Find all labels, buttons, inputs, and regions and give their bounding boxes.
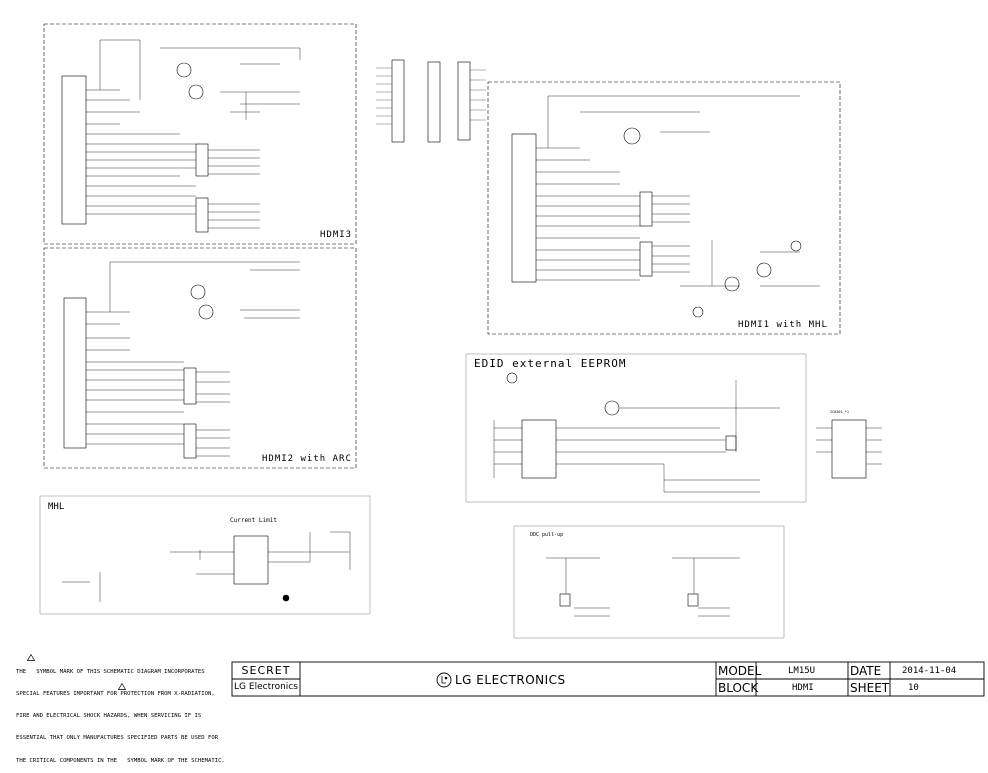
hdmi1-transistor-2: [724, 276, 740, 292]
hdmi3-block-border: [43, 23, 357, 245]
safety-note-line-5: THE CRITICAL COMPONENTS IN THE SYMBOL MA…: [16, 757, 225, 764]
date-label: DATE: [850, 664, 882, 678]
secret-label: SECRET: [241, 664, 291, 677]
current-limit-ic: [233, 535, 269, 585]
hdmi3-esd-array-1: [195, 143, 209, 177]
edid-test-point: [506, 372, 518, 384]
hdmi2-esd-array-1: [183, 367, 197, 405]
hdmi1-test-point: [790, 240, 802, 252]
schematic-sheet: [39, 23, 985, 697]
block-value: HDMI: [792, 683, 814, 693]
current-limit-title: Current Limit: [230, 517, 277, 524]
lg-electronics-small: LG Electronics: [234, 682, 298, 692]
lg-electronics-large: LG ELECTRONICS: [455, 673, 566, 687]
mhl-title: MHL: [48, 502, 65, 512]
safety-note: THE SYMBOL MARK OF THIS SCHEMATIC DIAGRA…: [16, 654, 236, 773]
hdmi3-title: HDMI3: [320, 230, 353, 240]
hdmi3-esd-array-2: [195, 197, 209, 233]
hdmi1-connector: [511, 133, 537, 283]
center-connector-3: [457, 61, 471, 141]
ddc-esd-diode-2: [687, 593, 699, 607]
hdmi3-transistor-2: [188, 84, 204, 100]
mhl-ocp-test-point: [282, 594, 290, 602]
safety-note-line-1: THE SYMBOL MARK OF THIS SCHEMATIC DIAGRA…: [16, 668, 205, 675]
safety-note-line-3: FIRE AND ELECTRICAL SHOCK HAZARDS, WHEN …: [16, 713, 202, 720]
sheet-label: SHEET: [850, 681, 890, 695]
edid-eeprom-ic-2: [831, 419, 867, 479]
hdmi1-transistor-3: [756, 262, 772, 278]
date-value: 2014-11-04: [902, 666, 957, 676]
mhl-block-border: [39, 495, 371, 615]
edid-eeprom-ic-1: [521, 419, 557, 479]
hdmi2-transistor-2: [198, 304, 214, 320]
ddc-esd-diode-1: [559, 593, 571, 607]
hdmi3-connector: [61, 75, 87, 225]
edid-transistor: [604, 400, 620, 416]
hdmi1-title: HDMI1 with MHL: [738, 320, 828, 330]
center-connector-1: [391, 59, 405, 143]
edid-block-border: [465, 353, 807, 503]
sheet-value: 10: [908, 683, 919, 693]
warning-triangle-icon: [27, 654, 35, 661]
hdmi2-title: HDMI2 with ARC: [262, 454, 352, 464]
edid-title: EDID external EEPROM: [474, 357, 627, 370]
hdmi1-esd-array-2: [639, 241, 653, 277]
edid-esd-diode: [725, 435, 737, 451]
hdmi1-block-border: [487, 81, 841, 335]
hdmi1-transistor-4: [692, 306, 704, 318]
warning-triangle-icon: [118, 683, 126, 690]
ddc-title: DDC pull-up: [530, 532, 564, 538]
lg-logo: [436, 672, 452, 688]
block-label: BLOCK: [718, 681, 759, 695]
hdmi2-esd-array-2: [183, 423, 197, 459]
safety-note-line-2: SPECIAL FEATURES IMPORTANT FOR PROTECTIO…: [16, 691, 215, 698]
ddc-block-border: [513, 525, 785, 639]
model-value: LM15U: [788, 666, 816, 676]
hdmi2-connector: [63, 297, 87, 449]
eeprom-part-label: IC8301_*1: [830, 410, 849, 414]
hdmi2-transistor-1: [190, 284, 206, 300]
hdmi2-block-border: [43, 247, 357, 469]
hdmi1-esd-array-1: [639, 191, 653, 227]
hdmi3-transistor-1: [176, 62, 192, 78]
center-connector-2: [427, 61, 441, 143]
safety-note-line-4: ESSENTIAL THAT ONLY MANUFACTURES SPECIFI…: [16, 735, 219, 742]
model-label: MODEL: [718, 664, 762, 678]
hdmi1-transistor-1: [623, 127, 641, 145]
